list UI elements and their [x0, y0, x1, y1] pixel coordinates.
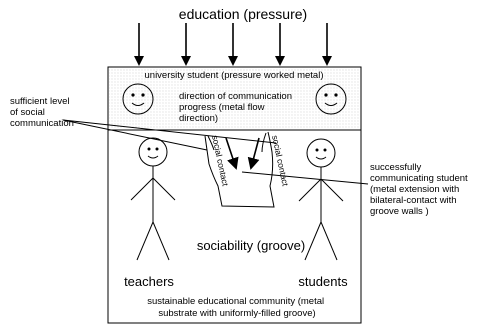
bottom-note: sustainable educational community (metal… [147, 296, 327, 319]
smiley-left-icon [122, 83, 154, 115]
right-note: successfully communicating student (meta… [370, 162, 470, 217]
smiley-right-icon [315, 83, 347, 115]
students-label: students [298, 274, 348, 289]
direction-note: direction of communication progress (met… [179, 91, 295, 124]
left-note-line [62, 119, 208, 151]
groove-label: sociability (groove) [197, 238, 305, 253]
groove-shape [204, 131, 275, 208]
teachers-label: teachers [124, 274, 174, 289]
diagram-title: education (pressure) [179, 6, 307, 22]
flow-arrow-left [225, 137, 239, 170]
left-note: sufficient level of social communication [10, 96, 74, 129]
flow-arrow-right [247, 137, 260, 170]
social-contact-right: social contact [270, 134, 291, 187]
top-band-label: university student (pressure worked meta… [145, 70, 324, 81]
student-band-fill [109, 68, 360, 130]
community-box [107, 66, 362, 324]
student-figure-icon [298, 138, 344, 261]
right-note-line [241, 171, 369, 185]
pressure-arrows [134, 23, 332, 66]
teacher-figure-icon [130, 137, 176, 261]
left-note-line [62, 119, 277, 144]
